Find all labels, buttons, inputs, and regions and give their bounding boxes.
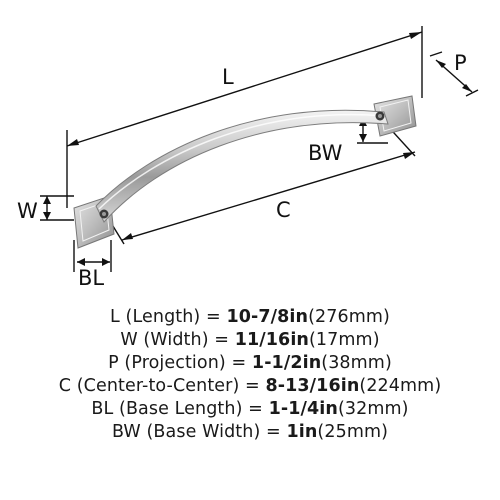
- spec-name: BW (Base Width) =: [111, 422, 281, 442]
- spec-row-length: L (Length) = 10-7/8in(276mm): [0, 306, 500, 329]
- spec-row-base-length: BL (Base Length) = 1-1/4in(32mm): [0, 398, 500, 421]
- spec-metric: (32mm): [337, 399, 409, 419]
- spec-value: 10-7/8in: [226, 307, 309, 327]
- spec-value: 1-1/2in: [251, 353, 322, 373]
- label-base-length: BL: [78, 266, 104, 290]
- spec-metric: (276mm): [308, 307, 390, 327]
- dimension-lines: [40, 26, 479, 272]
- spec-row-center-to-center: C (Center-to-Center) = 8-13/16in(224mm): [0, 375, 500, 398]
- spec-metric: (224mm): [359, 376, 442, 396]
- spec-value: 8-13/16in: [265, 376, 360, 396]
- handle-dimension-diagram: L P BW W C BL: [17, 26, 479, 290]
- spec-metric: (38mm): [321, 353, 392, 373]
- spec-row-projection: P (Projection) = 1-1/2in(38mm): [0, 352, 500, 375]
- label-base-width: BW: [308, 141, 343, 165]
- spec-value: 1in: [286, 422, 318, 442]
- spec-name: BL (Base Length) =: [91, 399, 263, 419]
- spec-value: 1-1/4in: [268, 399, 338, 419]
- label-length: L: [222, 65, 234, 89]
- spec-name: W (Width) =: [120, 330, 230, 350]
- label-center-to-center: C: [276, 198, 291, 222]
- spec-row-width: W (Width) = 11/16in(17mm): [0, 329, 500, 352]
- label-projection: P: [454, 51, 467, 75]
- dimension-labels: L P BW W C BL: [17, 51, 467, 290]
- spec-metric: (17mm): [309, 330, 380, 350]
- label-width: W: [17, 199, 38, 223]
- spec-name: L (Length) =: [110, 307, 221, 327]
- dimension-spec-list: L (Length) = 10-7/8in(276mm) W (Width) =…: [0, 306, 500, 444]
- spec-row-base-width: BW (Base Width) = 1in(25mm): [0, 421, 500, 444]
- spec-metric: (25mm): [317, 422, 389, 442]
- cabinet-pull-handle: [73, 95, 417, 249]
- spec-name: C (Center-to-Center) =: [58, 376, 260, 396]
- spec-name: P (Projection) =: [108, 353, 247, 373]
- arched-bar: [95, 109, 389, 223]
- spec-value: 11/16in: [234, 330, 309, 350]
